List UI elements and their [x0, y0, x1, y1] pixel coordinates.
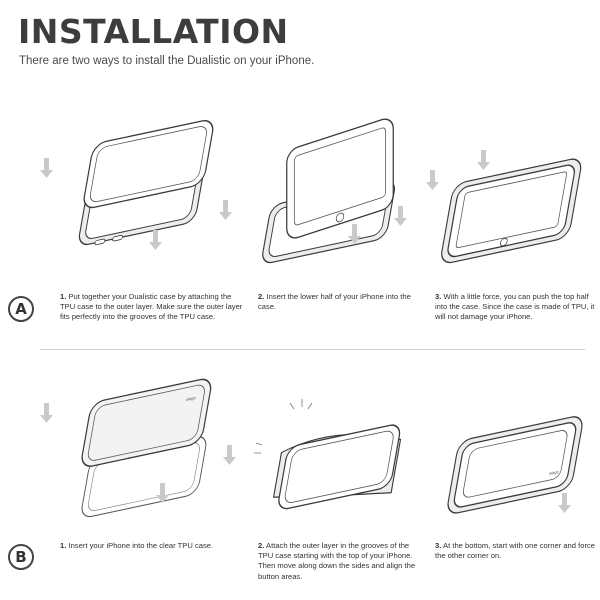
- step-b1-number: 1.: [60, 541, 67, 550]
- section-divider: [40, 349, 585, 350]
- step-a2: 2. Insert the lower half of your iPhone …: [258, 292, 418, 312]
- step-b3: 3. At the bottom, start with one corner …: [435, 541, 595, 561]
- step-a2-number: 2.: [258, 292, 265, 301]
- illustration-a3: [426, 150, 582, 264]
- method-a-badge: A: [8, 296, 34, 322]
- step-b3-text: At the bottom, start with one corner and…: [435, 541, 595, 561]
- brand-mark-b1: elago: [186, 395, 197, 402]
- page-subtitle: There are two ways to install the Dualis…: [19, 55, 315, 67]
- step-a3-number: 3.: [435, 292, 442, 301]
- step-b1: 1. Insert your iPhone into the clear TPU…: [60, 541, 245, 551]
- step-a2-text: Insert the lower half of your iPhone int…: [258, 292, 411, 312]
- step-a1: 1. Put together your Dualistic case by a…: [60, 292, 245, 323]
- illustration-b2: [254, 399, 402, 510]
- method-b-badge: B: [8, 544, 34, 570]
- illustration-b1: elago: [40, 378, 236, 518]
- illustration-a1: [40, 120, 232, 250]
- step-a3: 3. With a little force, you can push the…: [435, 292, 595, 323]
- brand-mark-b3: elago: [549, 469, 560, 476]
- step-a1-text: Put together your Dualistic case by atta…: [60, 292, 243, 322]
- illustration-a2: [262, 118, 407, 264]
- step-b2-text: Attach the outer layer in the grooves of…: [258, 541, 416, 581]
- step-b1-text: Insert your iPhone into the clear TPU ca…: [68, 541, 214, 550]
- step-a1-number: 1.: [60, 292, 67, 301]
- step-b3-number: 3.: [435, 541, 442, 550]
- page-title: INSTALLATION: [18, 12, 289, 51]
- step-b2-number: 2.: [258, 541, 265, 550]
- illustration-b3: elago: [447, 416, 583, 514]
- step-a3-text: With a little force, you can push the to…: [435, 292, 595, 322]
- step-b2: 2. Attach the outer layer in the grooves…: [258, 541, 418, 582]
